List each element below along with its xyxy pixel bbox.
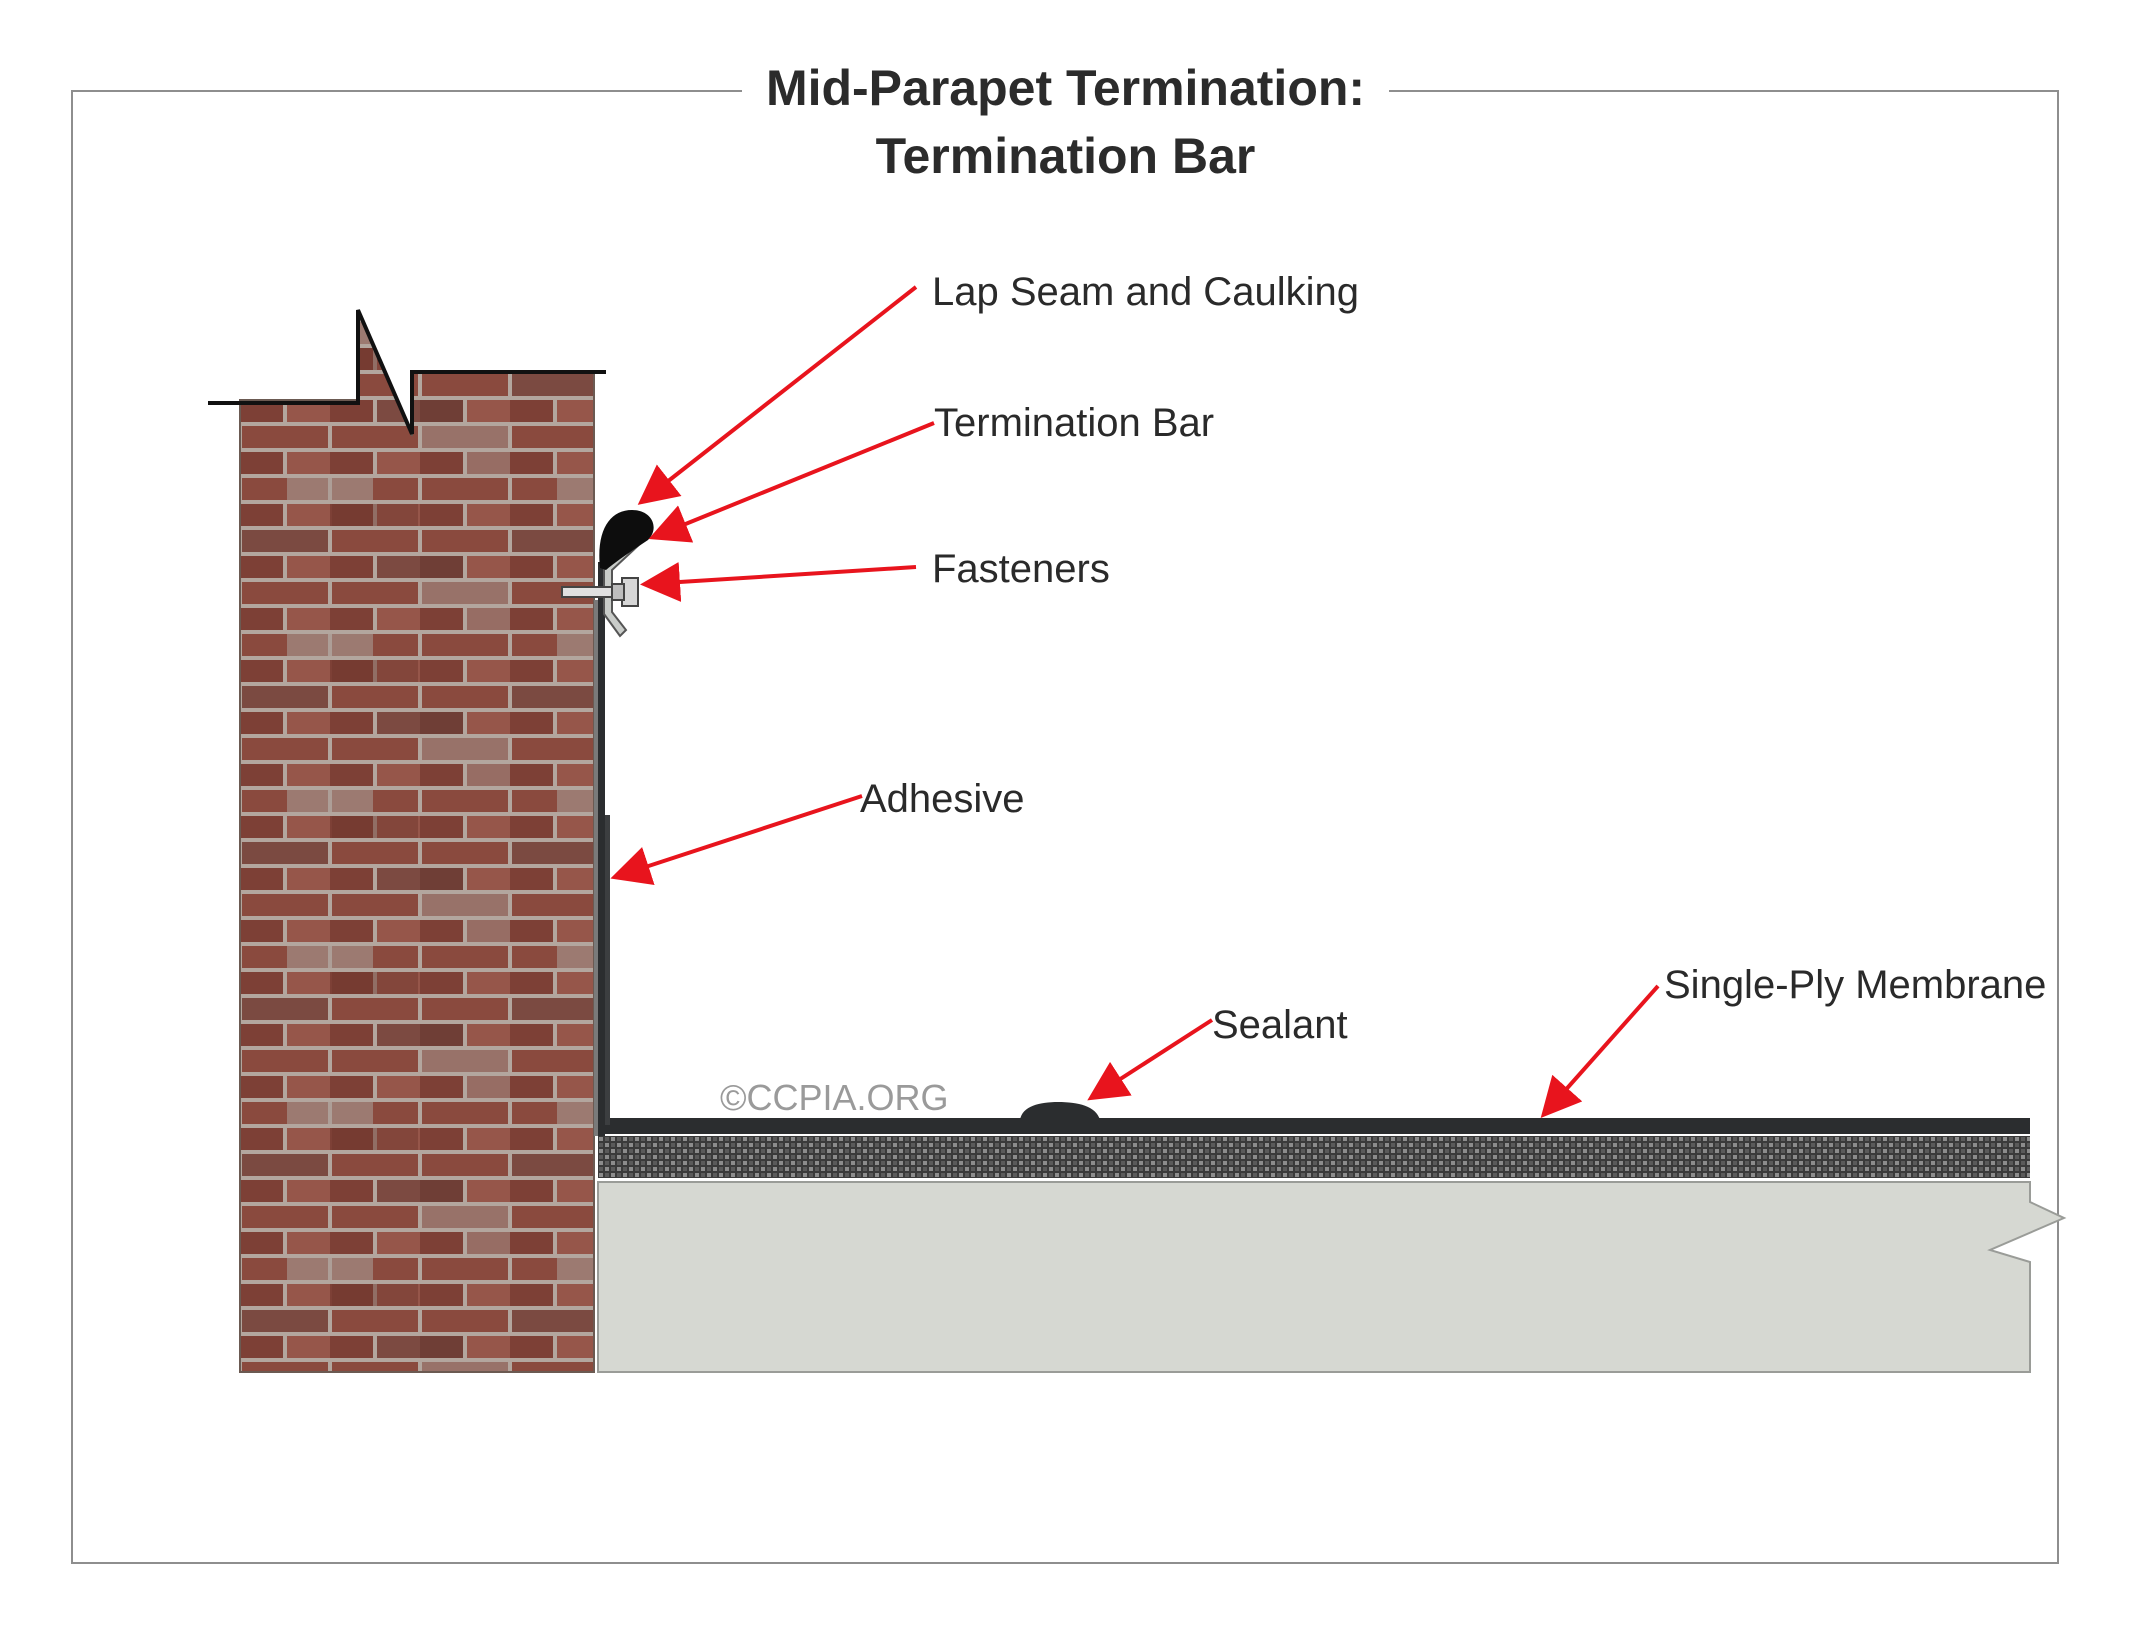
label-lap-seam: Lap Seam and Caulking — [932, 270, 1359, 314]
wall-break-line — [208, 309, 606, 435]
label-membrane: Single-Ply Membrane — [1664, 963, 2046, 1007]
insulation-layer — [598, 1136, 2030, 1178]
termination-bar-assembly — [561, 510, 654, 638]
arrow-fasteners — [640, 562, 917, 602]
caulking-bead — [599, 510, 654, 570]
title-line-2: Termination Bar — [851, 128, 1280, 184]
label-termination-bar: Termination Bar — [934, 401, 1214, 445]
membrane-field — [598, 1118, 2030, 1134]
adhesive-layer — [605, 815, 610, 1125]
wall-face-line — [594, 600, 598, 1136]
arrow-sealant — [1087, 1018, 1214, 1101]
label-sealant: Sealant — [1212, 1003, 1348, 1047]
brick-parapet-wall — [239, 311, 595, 1373]
watermark: ©CCPIA.ORG — [720, 1077, 949, 1118]
arrow-adhesive — [610, 794, 863, 886]
arrow-membrane — [1540, 984, 1660, 1118]
fastener-washer — [611, 583, 625, 601]
arrow-termination-bar — [648, 421, 935, 543]
membrane-flashing — [598, 562, 605, 1136]
title-line-1: Mid-Parapet Termination: — [741, 60, 1390, 116]
roof-deck — [597, 1181, 2067, 1373]
fastener-shank — [561, 586, 613, 598]
arrow-lap-seam — [637, 285, 918, 505]
label-adhesive: Adhesive — [860, 777, 1025, 821]
diagram-title: Mid-Parapet Termination: Termination Bar — [0, 54, 2131, 190]
callout-arrows — [610, 285, 1660, 1118]
sealant-bead — [1020, 1102, 1100, 1120]
label-fasteners: Fasteners — [932, 547, 1110, 591]
